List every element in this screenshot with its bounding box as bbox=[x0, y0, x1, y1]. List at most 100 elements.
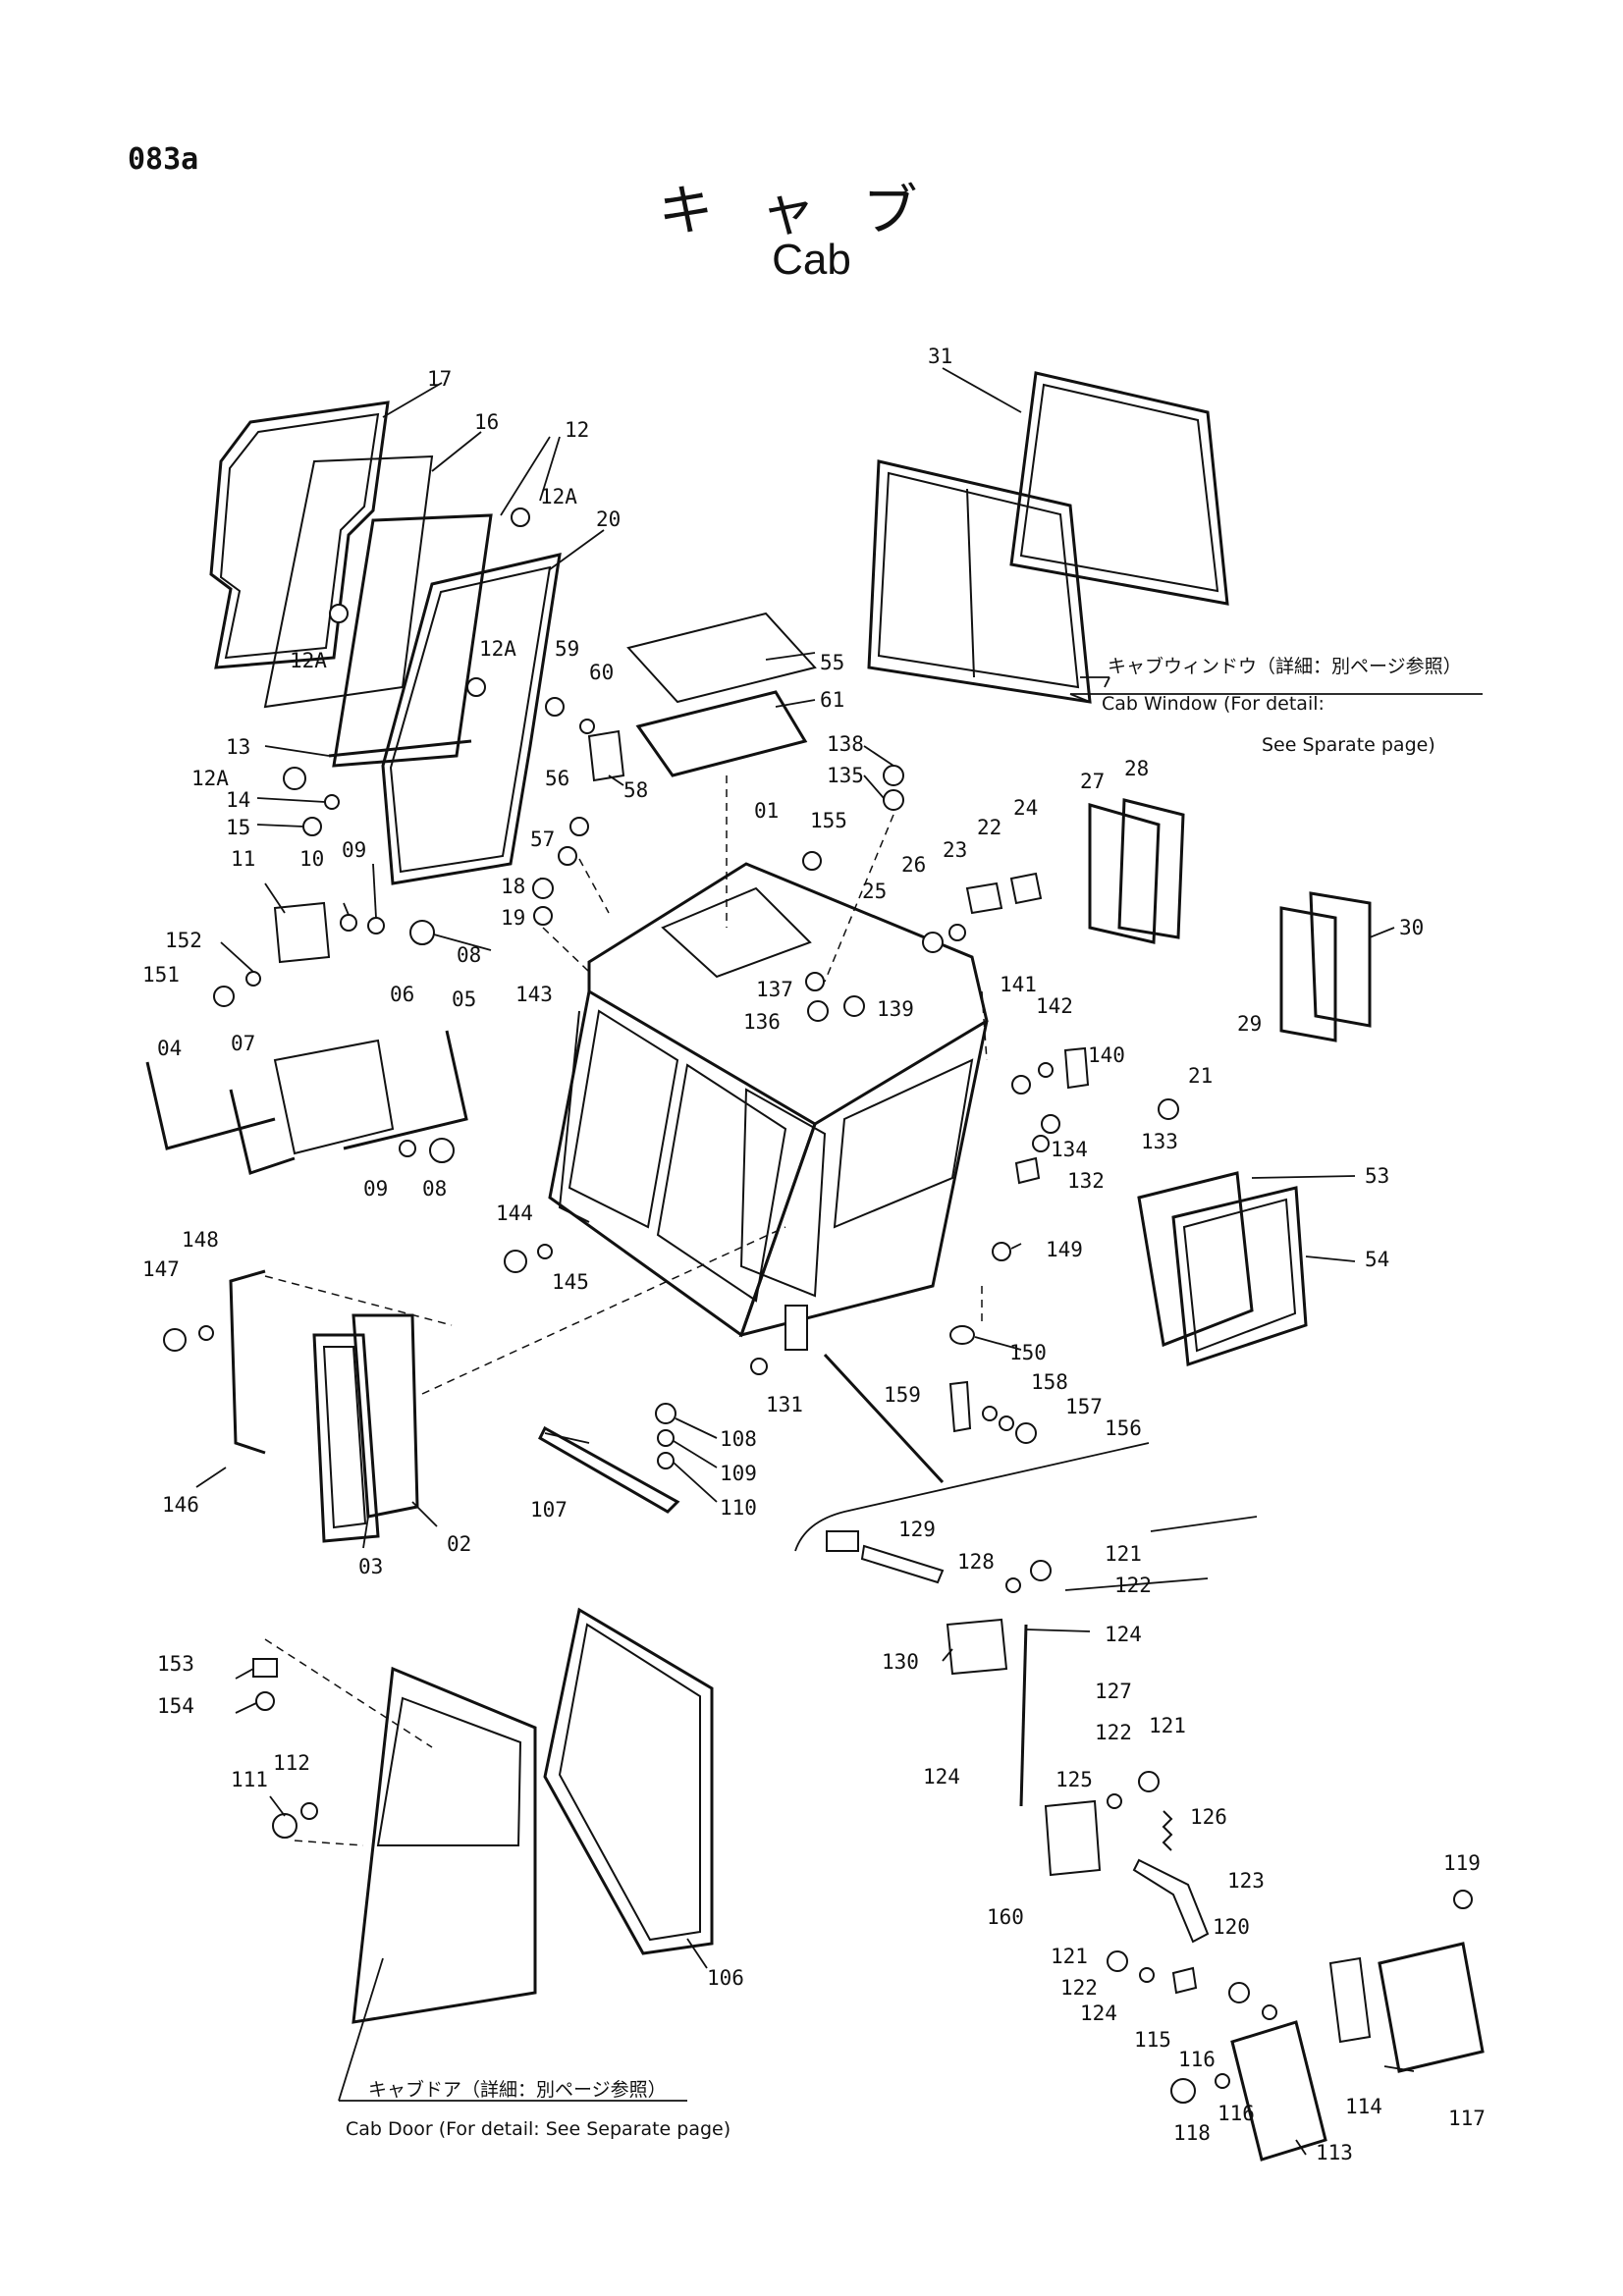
part-01-roof-opening bbox=[661, 886, 812, 979]
part-114-latch bbox=[1328, 1956, 1372, 2044]
hw-21 bbox=[1158, 1098, 1179, 1120]
hw-59 bbox=[545, 697, 565, 717]
callout-150: 150 bbox=[1009, 1341, 1047, 1364]
callout-27: 27 bbox=[1080, 770, 1105, 793]
callout-07: 07 bbox=[231, 1032, 255, 1055]
part-126-spring bbox=[1162, 1810, 1173, 1851]
callout-153: 153 bbox=[157, 1652, 194, 1676]
hw-142 bbox=[1038, 1062, 1054, 1078]
callout-111: 111 bbox=[231, 1768, 268, 1791]
hw-138 bbox=[883, 765, 904, 786]
callout-58: 58 bbox=[623, 778, 648, 802]
cab-window-note-en: Cab Window (For detail: bbox=[1102, 693, 1325, 715]
part-cab-window bbox=[867, 459, 1092, 704]
callout-141: 141 bbox=[1000, 973, 1037, 996]
callout-60: 60 bbox=[589, 661, 614, 684]
part-01-side-window bbox=[833, 1058, 974, 1229]
part-12-frame bbox=[332, 513, 493, 768]
callout-107: 107 bbox=[530, 1498, 568, 1522]
hw-09a bbox=[367, 917, 385, 934]
callout-127: 127 bbox=[1095, 1680, 1132, 1703]
hw-145 bbox=[537, 1244, 553, 1259]
callout-22: 22 bbox=[977, 816, 1001, 839]
hw-139 bbox=[843, 995, 865, 1017]
hw-112 bbox=[300, 1802, 318, 1820]
callout-09: 09 bbox=[342, 838, 366, 862]
part-106-seal bbox=[543, 1607, 714, 1955]
callout-135: 135 bbox=[827, 764, 864, 787]
hw-141 bbox=[1011, 1075, 1031, 1095]
hw-157 bbox=[999, 1415, 1014, 1431]
callout-57: 57 bbox=[530, 828, 555, 851]
part-05-rail bbox=[343, 1030, 468, 1150]
callout-159: 159 bbox=[884, 1383, 921, 1407]
part-01-cab-front bbox=[548, 990, 817, 1338]
callout-110: 110 bbox=[720, 1496, 757, 1520]
part-03-seal bbox=[312, 1333, 380, 1543]
callout-156: 156 bbox=[1105, 1416, 1142, 1440]
hw-26 bbox=[948, 924, 966, 941]
part-58-bracket bbox=[587, 729, 625, 782]
callout-09: 09 bbox=[363, 1177, 388, 1201]
callout-112: 112 bbox=[273, 1751, 310, 1775]
hw-12a-top bbox=[511, 507, 530, 527]
part-55-hatch bbox=[626, 612, 817, 704]
callout-114: 114 bbox=[1345, 2095, 1382, 2118]
page-code: 083a bbox=[128, 142, 199, 177]
part-132-clip bbox=[1014, 1156, 1041, 1185]
hw-151 bbox=[213, 986, 235, 1007]
callout-29: 29 bbox=[1237, 1012, 1262, 1036]
hw-118 bbox=[1170, 2078, 1196, 2104]
hw-156 bbox=[1015, 1422, 1037, 1444]
part-linkage-frame bbox=[794, 1442, 1150, 1552]
callout-16: 16 bbox=[474, 410, 499, 434]
part-31-seal bbox=[1009, 371, 1229, 606]
callout-133: 133 bbox=[1141, 1130, 1178, 1153]
part-03-seal-inner bbox=[322, 1346, 367, 1529]
hw-09b bbox=[399, 1140, 416, 1157]
hw-158 bbox=[982, 1406, 998, 1421]
callout-12a: 12A bbox=[191, 767, 229, 790]
part-01-front-window-2 bbox=[656, 1063, 787, 1303]
hw-149 bbox=[992, 1242, 1011, 1261]
part-159-bracket bbox=[948, 1380, 972, 1433]
callout-06: 06 bbox=[390, 983, 414, 1006]
hw-111 bbox=[272, 1813, 298, 1839]
hw-108 bbox=[655, 1403, 676, 1424]
part-61-seal bbox=[635, 690, 808, 777]
hw-148 bbox=[198, 1325, 214, 1341]
title-english: Cab bbox=[772, 236, 851, 284]
callout-17: 17 bbox=[427, 367, 452, 391]
callout-157: 157 bbox=[1065, 1395, 1103, 1418]
part-06-plate bbox=[273, 1039, 395, 1155]
hw-10 bbox=[340, 914, 357, 932]
hw-110 bbox=[657, 1452, 675, 1469]
part-13-bar bbox=[328, 739, 472, 758]
callout-124: 124 bbox=[923, 1765, 960, 1789]
callout-08: 08 bbox=[457, 943, 481, 967]
part-01-door-frame bbox=[739, 1088, 827, 1298]
part-54-seal bbox=[1171, 1186, 1308, 1367]
callout-01: 01 bbox=[754, 799, 779, 823]
callout-128: 128 bbox=[957, 1550, 995, 1574]
callout-04: 04 bbox=[157, 1037, 182, 1060]
part-linkage-cable bbox=[823, 1353, 945, 1484]
callout-14: 14 bbox=[226, 788, 250, 812]
callout-154: 154 bbox=[157, 1694, 194, 1718]
part-53-glass bbox=[1137, 1171, 1254, 1348]
hw-119 bbox=[1453, 1890, 1473, 1909]
part-128-rod bbox=[860, 1544, 945, 1584]
hw-134 bbox=[1032, 1135, 1050, 1152]
callout-147: 147 bbox=[142, 1257, 180, 1281]
callout-30: 30 bbox=[1399, 916, 1424, 939]
part-20-seal-inner bbox=[389, 565, 552, 874]
callout-53: 53 bbox=[1365, 1164, 1389, 1188]
part-01-cab-side bbox=[738, 1020, 989, 1338]
reference-notes: キャブウィンドウ（詳細：別ページ参照） Cab Window (For deta… bbox=[346, 655, 1462, 2140]
part-127-rod bbox=[1019, 1624, 1028, 1807]
callout-108: 108 bbox=[720, 1427, 757, 1451]
callout-136: 136 bbox=[743, 1010, 781, 1034]
part-146-handle bbox=[229, 1269, 266, 1455]
callout-155: 155 bbox=[810, 809, 847, 832]
